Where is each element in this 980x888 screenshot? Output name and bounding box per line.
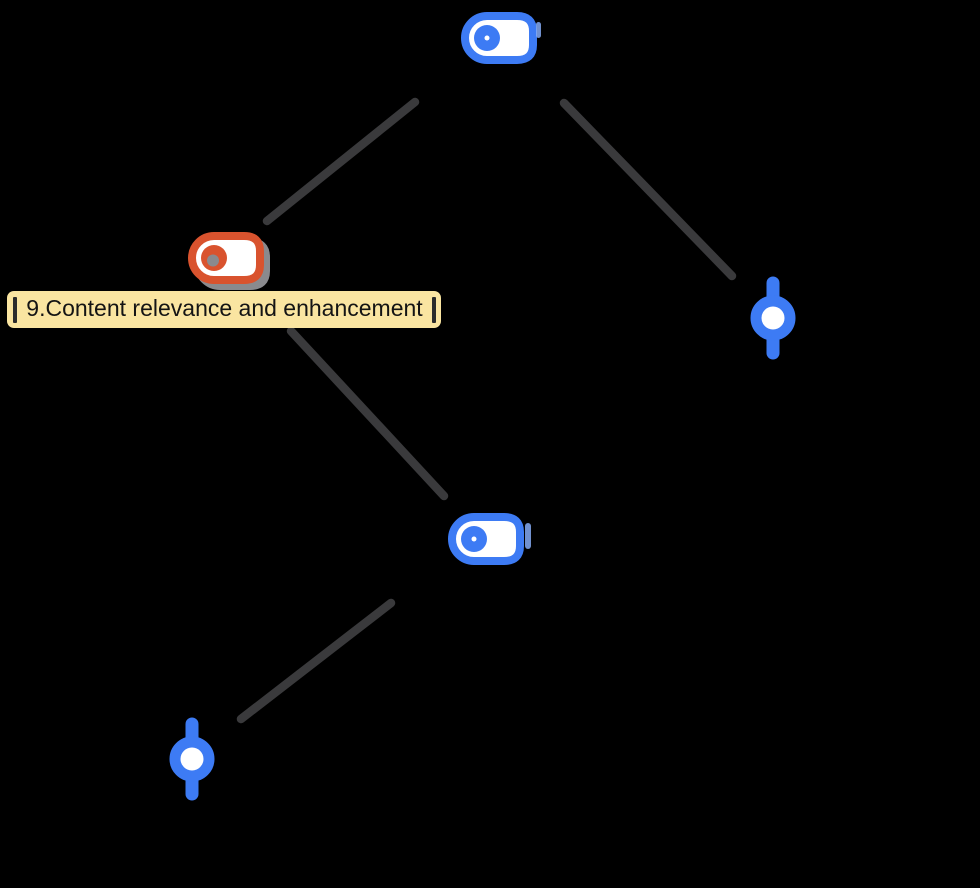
toggle-icon bbox=[188, 232, 264, 284]
node-bottom-left-child[interactable] bbox=[168, 716, 216, 807]
toggle-icon bbox=[448, 513, 524, 565]
toggle-icon bbox=[461, 12, 537, 64]
text-caret-left bbox=[13, 296, 17, 323]
edge-root-to-right-child bbox=[559, 98, 737, 281]
node-sub-topic[interactable] bbox=[447, 511, 525, 572]
branch-node-icon bbox=[750, 276, 796, 360]
sketch-mark bbox=[536, 22, 541, 38]
sketch-mark bbox=[525, 523, 531, 549]
edge-topic-to-subtopic bbox=[286, 326, 449, 501]
edge-root-to-topic bbox=[262, 97, 420, 226]
text-caret-right bbox=[432, 296, 436, 323]
node-right-child[interactable] bbox=[749, 276, 797, 365]
node-topic-9[interactable] bbox=[187, 231, 265, 290]
topic-label-text: 9.Content relevance and enhancement bbox=[26, 295, 423, 321]
branch-node-icon bbox=[169, 717, 215, 801]
node-root[interactable] bbox=[459, 11, 539, 70]
edge-subtopic-to-left-child bbox=[236, 598, 396, 724]
topic-text-editor[interactable]: 9.Content relevance and enhancement bbox=[7, 291, 441, 328]
